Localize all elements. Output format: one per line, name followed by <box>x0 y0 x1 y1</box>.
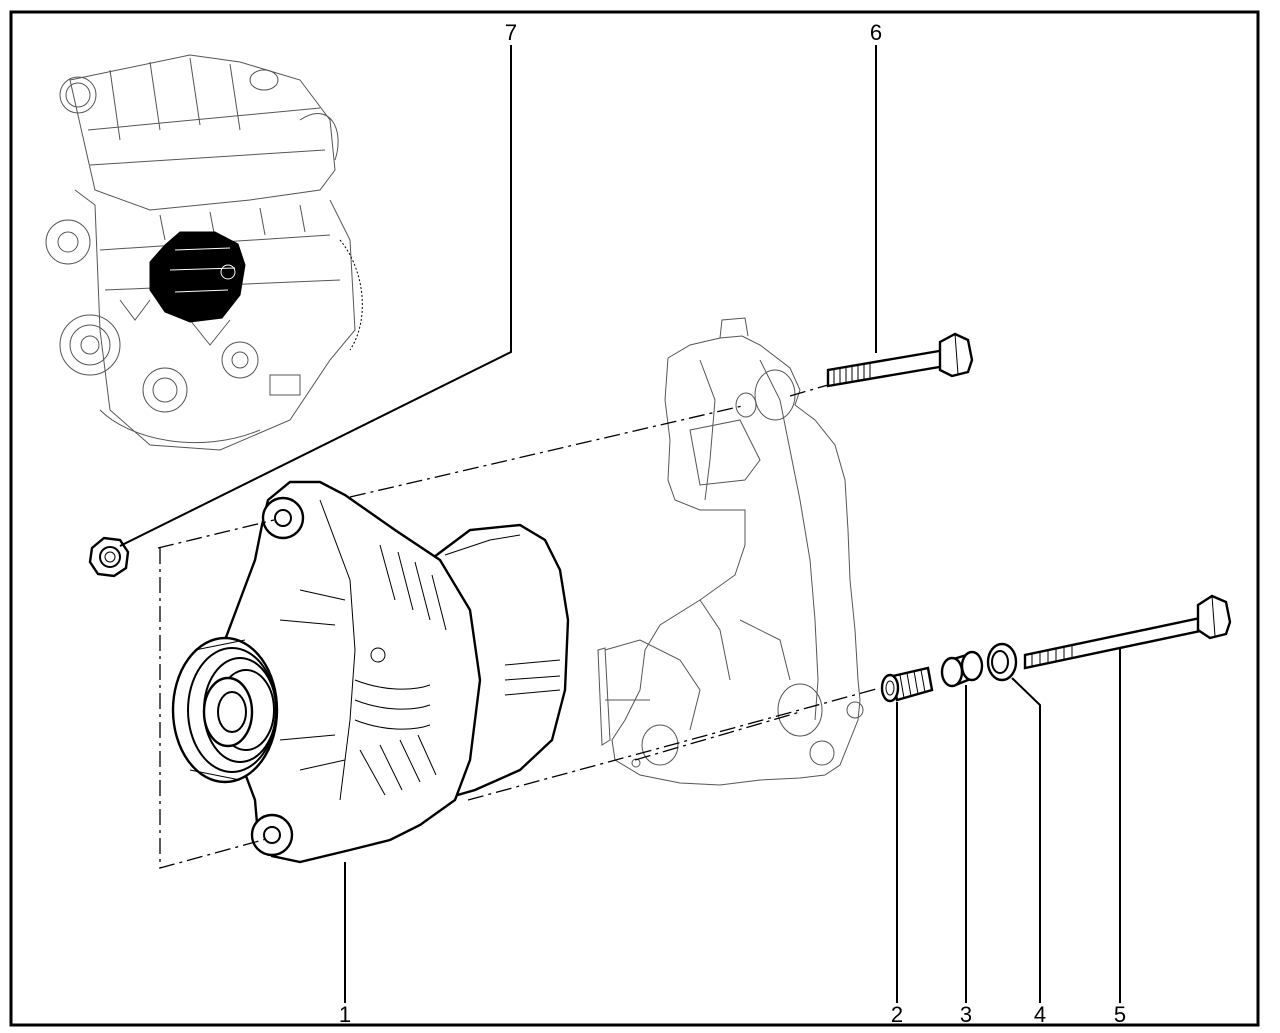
callout-label-7: 7 <box>505 20 517 45</box>
washer <box>986 642 1018 682</box>
alternator-assembly <box>171 480 570 864</box>
leader-lines <box>119 45 1121 1003</box>
callout-label-4: 4 <box>1034 1002 1046 1027</box>
engine-overview-illustration <box>45 54 363 451</box>
callout-label-2: 2 <box>891 1002 903 1027</box>
diagram-frame <box>9 10 1260 1027</box>
threaded-sleeve <box>880 666 934 703</box>
assembly-centerlines <box>157 384 881 869</box>
callout-label-5: 5 <box>1114 1002 1126 1027</box>
bolt-lower <box>1023 594 1232 670</box>
bushing <box>940 650 984 688</box>
nut <box>88 536 130 578</box>
callout-label-1: 1 <box>339 1002 351 1027</box>
callout-label-6: 6 <box>870 20 882 45</box>
callout-label-3: 3 <box>960 1002 972 1027</box>
bolt-upper <box>826 332 974 388</box>
alternator-bracket <box>597 317 864 786</box>
